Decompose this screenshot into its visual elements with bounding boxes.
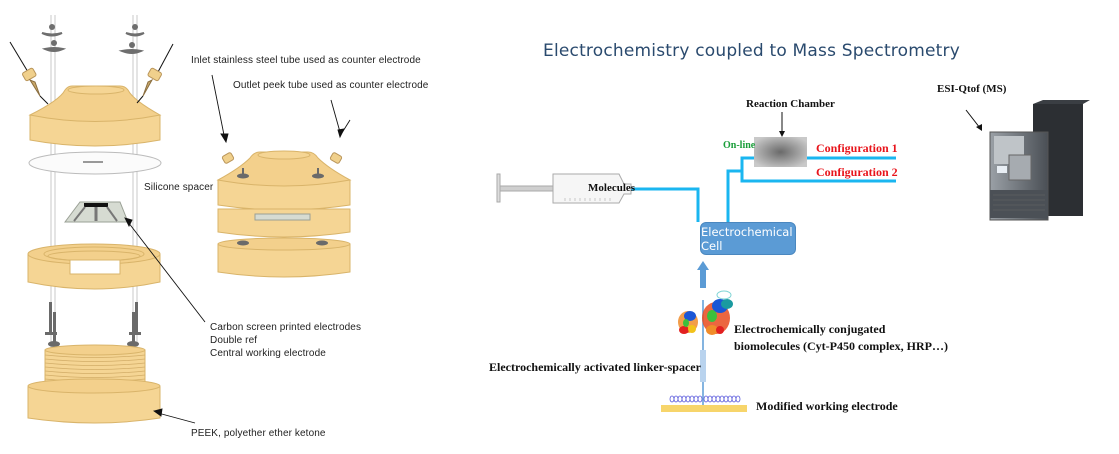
fitting-right-icon [136, 43, 174, 104]
modified-electrode-label: Modified working electrode [756, 399, 898, 413]
online-label: On-line [723, 140, 756, 151]
electrochemical-cell-label: Electrochemical Cell [701, 224, 793, 253]
fitting-left-icon [9, 41, 49, 105]
screen-printed-electrode [64, 201, 129, 223]
conjugated-label-line1: Electrochemically conjugated [734, 322, 886, 336]
mass-spectrometer-icon [989, 100, 1090, 221]
configuration-1-label: Configuration 1 [816, 141, 898, 155]
electrodes-label-line3: Central working electrode [210, 348, 326, 359]
electrochemical-cell-box: Electrochemical Cell [700, 222, 796, 255]
conjugated-label-line2: biomolecules (Cyt-P450 complex, HRP…) [734, 339, 948, 353]
inlet-label: Inlet stainless steel tube used as count… [191, 55, 421, 66]
ms-label: ESI-Qtof (MS) [937, 83, 1007, 95]
outlet-label: Outlet peek tube used as counter electro… [233, 80, 429, 91]
assembled-cell [216, 150, 352, 278]
top-nuts-icon [41, 24, 145, 54]
exploded-cell-illustration [9, 15, 352, 424]
linker-spacer [700, 300, 706, 410]
threaded-ring [27, 243, 161, 290]
diagram-title: Electrochemistry coupled to Mass Spectro… [543, 41, 960, 61]
spacer-label: Silicone spacer [144, 182, 214, 193]
reaction-chamber [754, 137, 807, 167]
top-cap [28, 85, 162, 147]
working-electrode [661, 395, 747, 412]
molecules-label: Molecules [588, 182, 636, 194]
bottom-base [27, 344, 161, 424]
annotation-arrows [124, 74, 351, 424]
electrodes-label-line2: Double ref [210, 335, 258, 346]
up-arrow-icon [697, 261, 709, 288]
linker-label: Electrochemically activated linker-space… [489, 360, 701, 374]
peek-label: PEEK, polyether ether ketone [191, 428, 326, 439]
protein-structure-icon [678, 290, 733, 335]
electrodes-label-line1: Carbon screen printed electrodes [210, 322, 362, 333]
reaction-chamber-label: Reaction Chamber [746, 98, 835, 110]
configuration-2-label: Configuration 2 [816, 165, 898, 179]
bottom-screws-icon [45, 302, 141, 347]
